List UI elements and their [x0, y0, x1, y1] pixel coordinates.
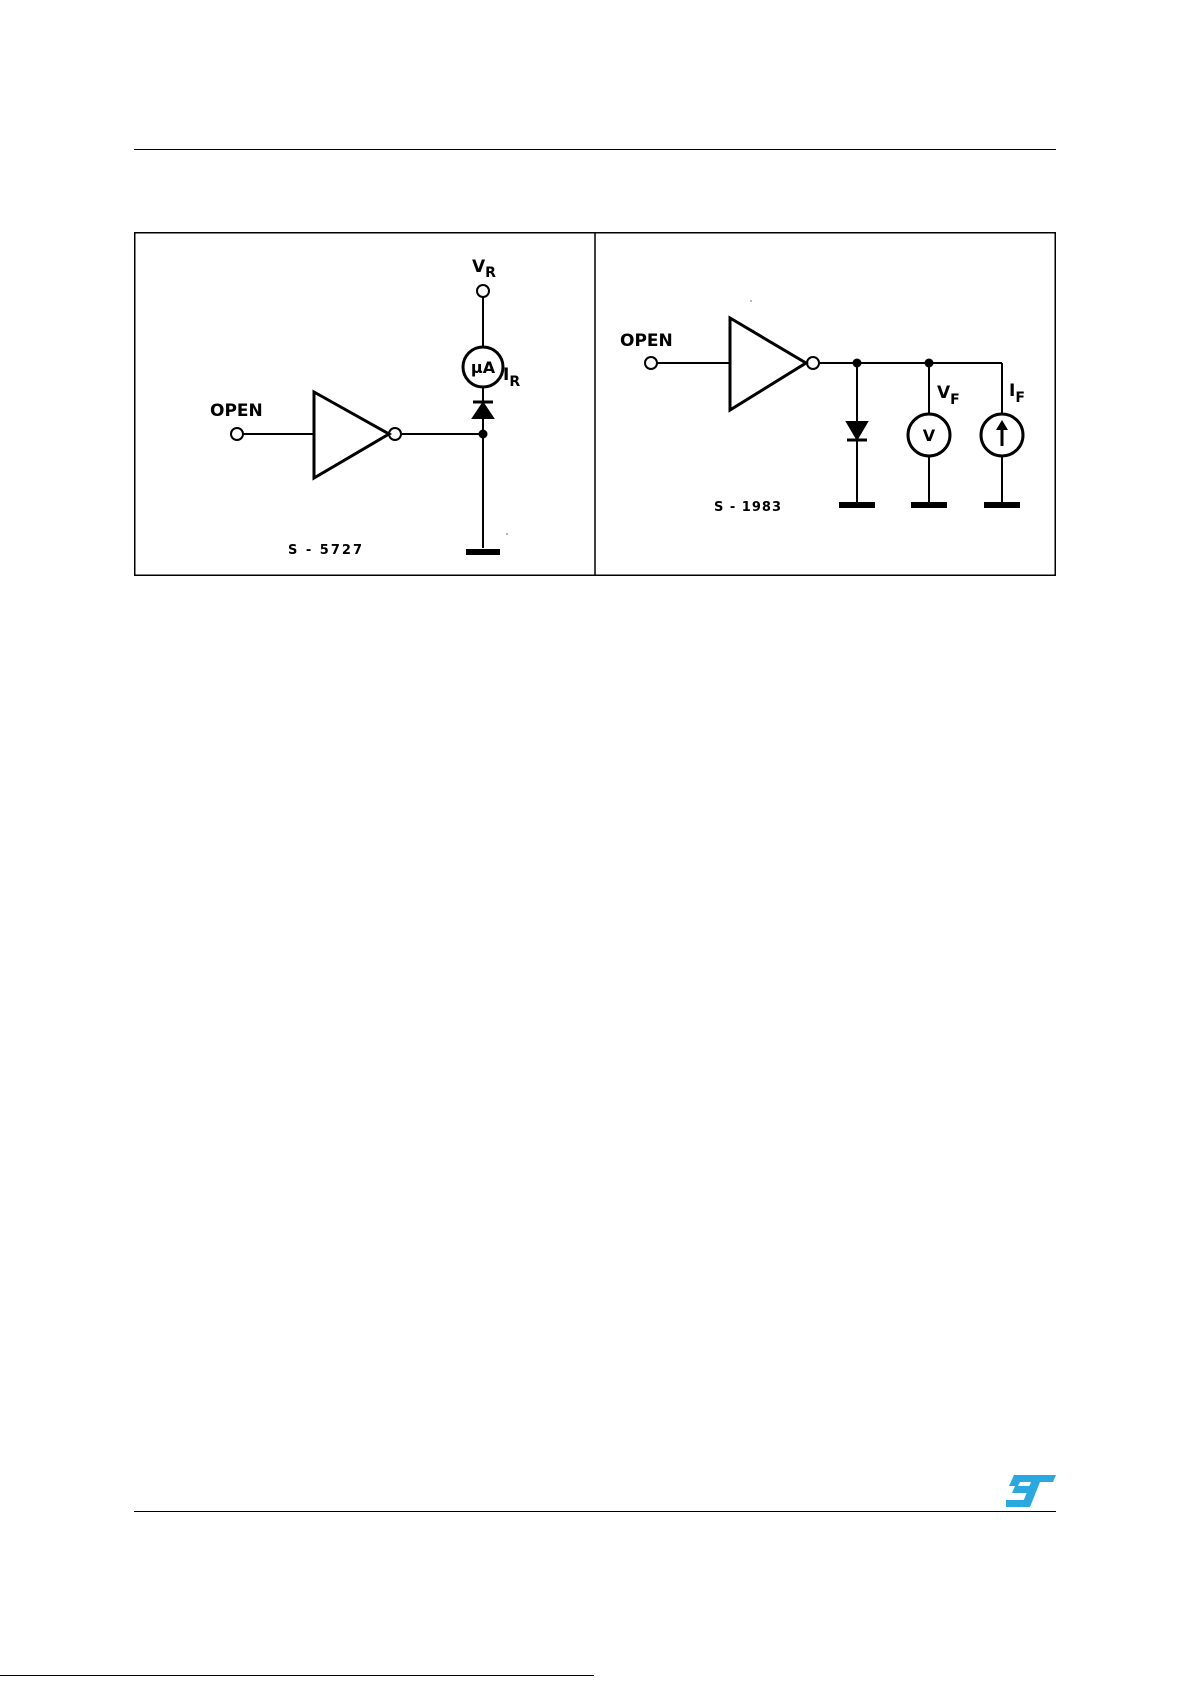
left-supply-label: VR [472, 257, 496, 281]
right-voltmeter-label: V [923, 426, 936, 445]
right-input-label: OPEN [620, 331, 673, 351]
left-figure-code: S - 5727 [288, 543, 364, 558]
left-circuit [231, 285, 508, 552]
right-diode [847, 422, 867, 439]
right-current-arrow-icon [996, 420, 1008, 446]
footer-rule [134, 1511, 1056, 1512]
st-logo-icon [1006, 1475, 1056, 1507]
left-input-terminal [231, 428, 243, 440]
right-buffer [730, 318, 806, 410]
test-circuit-figure: OPEN VR µA IR S - 5727 [134, 232, 1056, 576]
header-rule [134, 149, 1056, 150]
left-buffer [314, 392, 389, 478]
page-edge-rule [0, 1675, 594, 1676]
right-circuit [645, 300, 1023, 505]
right-figure-code: S - 1983 [714, 500, 782, 515]
right-input-terminal [645, 357, 657, 369]
right-labels: OPEN V VF IF S - 1983 [620, 331, 1025, 515]
right-current-label: IF [1009, 381, 1025, 406]
left-current-label: IR [503, 365, 520, 390]
right-voltage-label: VF [937, 383, 960, 408]
left-input-label: OPEN [210, 401, 263, 421]
left-labels: OPEN VR µA IR S - 5727 [210, 257, 520, 558]
left-diode [473, 403, 493, 418]
left-meter-label: µA [471, 358, 496, 377]
left-supply-terminal [477, 285, 489, 297]
